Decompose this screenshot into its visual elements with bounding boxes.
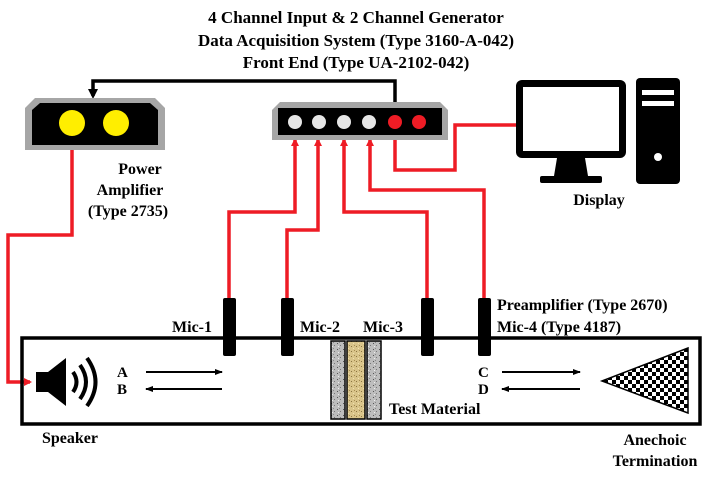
amplifier-led-1 [59, 110, 85, 136]
mic-2 [281, 298, 294, 356]
display-label: Display [573, 192, 625, 209]
test-material-sample [330, 340, 382, 420]
daq-output-2 [412, 115, 426, 129]
preamplifier-label: Preamplifier (Type 2670) [497, 297, 668, 314]
daq-output-1 [388, 115, 402, 129]
power-amplifier-label-2: Amplifier [97, 182, 164, 199]
display-wire [393, 123, 516, 172]
wave-label-c: C [478, 365, 489, 381]
mic-4 [478, 298, 491, 356]
display-computer-icon [516, 78, 680, 184]
daq-input-4 [362, 115, 376, 129]
mic-3 [421, 298, 434, 356]
anechoic-label-2: Termination [613, 453, 698, 470]
daq-input-2 [312, 115, 326, 129]
daq-input-3 [337, 115, 351, 129]
title-line-3: Front End (Type UA-2102-042) [243, 53, 470, 72]
mic1-wire [227, 138, 299, 298]
front-end-daq [272, 102, 448, 140]
anechoic-label-1: Anechoic [623, 432, 686, 449]
mic-2-label: Mic-2 [300, 319, 340, 336]
power-amplifier [25, 98, 165, 150]
wave-label-d: D [478, 382, 489, 398]
mic2-wire [285, 138, 322, 298]
test-material-label: Test Material [389, 401, 481, 418]
amplifier-led-2 [103, 110, 129, 136]
mic-1 [223, 298, 236, 356]
title-line-2: Data Acquisition System (Type 3160-A-042… [198, 31, 514, 50]
mic3-wire [340, 138, 429, 298]
speaker-icon [36, 356, 98, 408]
anechoic-termination-wedge [599, 346, 689, 415]
title-line-1: 4 Channel Input & 2 Channel Generator [208, 8, 504, 27]
mic-1-label: Mic-1 [172, 319, 212, 336]
mic-3-label: Mic-3 [363, 319, 403, 336]
wave-label-a: A [117, 365, 128, 381]
wave-label-b: B [117, 382, 127, 398]
impedance-tube [20, 336, 702, 426]
generator-to-amplifier-wire [88, 79, 397, 103]
mic-4-label: Mic-4 (Type 4187) [497, 319, 621, 336]
daq-input-1 [288, 115, 302, 129]
power-amplifier-label-3: (Type 2735) [88, 203, 168, 220]
speaker-label: Speaker [42, 430, 98, 447]
mic4-wire [366, 138, 486, 298]
power-amplifier-label-1: Power [118, 161, 162, 178]
amplifier-to-speaker-wire [6, 128, 74, 386]
signal-wires [6, 123, 516, 386]
